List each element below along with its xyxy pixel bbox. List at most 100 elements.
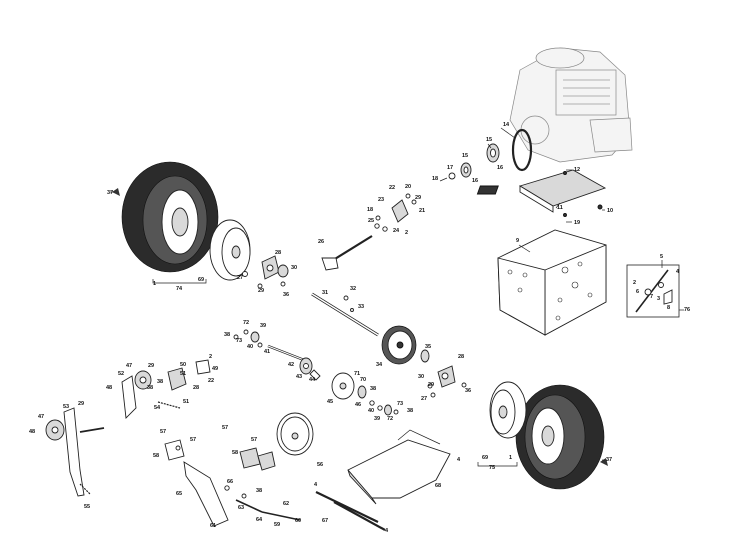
part-label: 38 (157, 379, 163, 385)
part-label: 8 (667, 305, 670, 311)
part-label: 1 (509, 455, 512, 461)
part-label: 28 (193, 385, 199, 391)
hub-42-44 (299, 357, 321, 381)
part-label: 53 (63, 404, 69, 410)
disc-45 (331, 372, 355, 400)
part-label: 72 (387, 416, 393, 422)
part-label: 38 (407, 408, 413, 414)
part-label: 46 (355, 402, 361, 408)
part-label: 48 (29, 429, 35, 435)
part-label: 64 (256, 517, 263, 523)
part-label: 33 (358, 304, 364, 310)
part-label: 30 (291, 265, 297, 271)
part-label: 56 (317, 462, 323, 468)
far-left-bracket (45, 407, 105, 497)
part-label: 58 (232, 450, 238, 456)
part-label: 29 (415, 195, 421, 201)
part-label: 4 (457, 457, 461, 463)
part-label: 60 (295, 518, 301, 524)
left-hub-parts (242, 255, 289, 289)
part-label: 36 (283, 292, 289, 298)
part-label: 22 (208, 378, 214, 384)
part-label: 29 (258, 288, 264, 294)
axle-41 (233, 329, 305, 362)
part-label: 51 (180, 371, 186, 377)
part-label: 4 (314, 482, 318, 488)
part-label: 48 (106, 385, 112, 391)
part-label: 29 (148, 363, 154, 369)
part-label: 7 (650, 294, 653, 300)
left-wheel (112, 161, 219, 273)
part-label: 54 (154, 405, 161, 411)
part-label: 34 (376, 362, 383, 368)
pulley-56 (276, 412, 314, 456)
detail-inset (626, 264, 684, 318)
part-label: 69 (198, 277, 204, 283)
part-label: 35 (425, 344, 431, 350)
chute-plate-68 (347, 429, 451, 505)
part-label: 49 (212, 366, 218, 372)
part-label: 40 (247, 344, 253, 350)
part-label: 52 (118, 371, 124, 377)
part-label: 19 (574, 220, 580, 226)
part-label: 57 (190, 437, 196, 443)
part-label: 38 (370, 386, 376, 392)
part-label: 27 (237, 275, 243, 281)
part-label: 57 (160, 429, 166, 435)
part-label: 20 (405, 184, 411, 190)
part-label: 40 (368, 408, 374, 414)
pulleys (439, 143, 500, 182)
part-label: 42 (288, 362, 294, 368)
part-label: 58 (153, 453, 159, 459)
part-label: 39 (374, 416, 380, 422)
part-label: 31 (322, 290, 328, 296)
part-label: 25 (368, 218, 374, 224)
part-label: 17 (447, 165, 453, 171)
part-label: 22 (389, 185, 395, 191)
lower-brackets (164, 439, 301, 527)
part-label: 44 (309, 377, 316, 383)
part-label: 69 (482, 455, 488, 461)
shaft-31 (311, 292, 379, 337)
part-label: 18 (432, 176, 438, 182)
linkage-18-25 (374, 193, 417, 232)
part-label: 57 (222, 425, 228, 431)
part-label: 4 (385, 528, 389, 534)
part-label: 12 (574, 167, 580, 173)
part-label: 47 (38, 414, 44, 420)
part-label: 2 (405, 230, 408, 236)
engine (509, 47, 633, 163)
part-label: 50 (180, 362, 186, 368)
part-label: 66 (227, 479, 233, 485)
part-label: 11 (557, 205, 563, 211)
part-label: 67 (322, 518, 328, 524)
part-label: 24 (393, 228, 400, 234)
part-label: 55 (84, 504, 90, 510)
part-label: 59 (274, 522, 280, 528)
part-label: 15 (486, 137, 492, 143)
rods-67 (315, 491, 386, 531)
part-label: 29 (78, 401, 84, 407)
part-label: 73 (397, 401, 403, 407)
part-label: 28 (275, 250, 281, 256)
part-label: 65 (176, 491, 182, 497)
part-label: 72 (243, 320, 249, 326)
bearing-70-73 (357, 385, 399, 416)
part-label: 38 (256, 488, 262, 494)
part-label: 27 (421, 396, 427, 402)
part-label: 9 (516, 238, 519, 244)
part-label: 2 (209, 354, 212, 360)
part-label: 75 (489, 465, 495, 471)
part-label: 38 (224, 332, 230, 338)
part-label: 1 (153, 281, 156, 287)
frame-housing (497, 229, 607, 336)
part-label: 30 (418, 374, 424, 380)
drive-belt (511, 128, 533, 172)
part-label: 61 (210, 523, 216, 529)
part-label: 3 (657, 296, 660, 302)
part-label: 39 (260, 323, 266, 329)
part-label: 63 (238, 505, 244, 511)
part-label: 73 (236, 338, 242, 344)
